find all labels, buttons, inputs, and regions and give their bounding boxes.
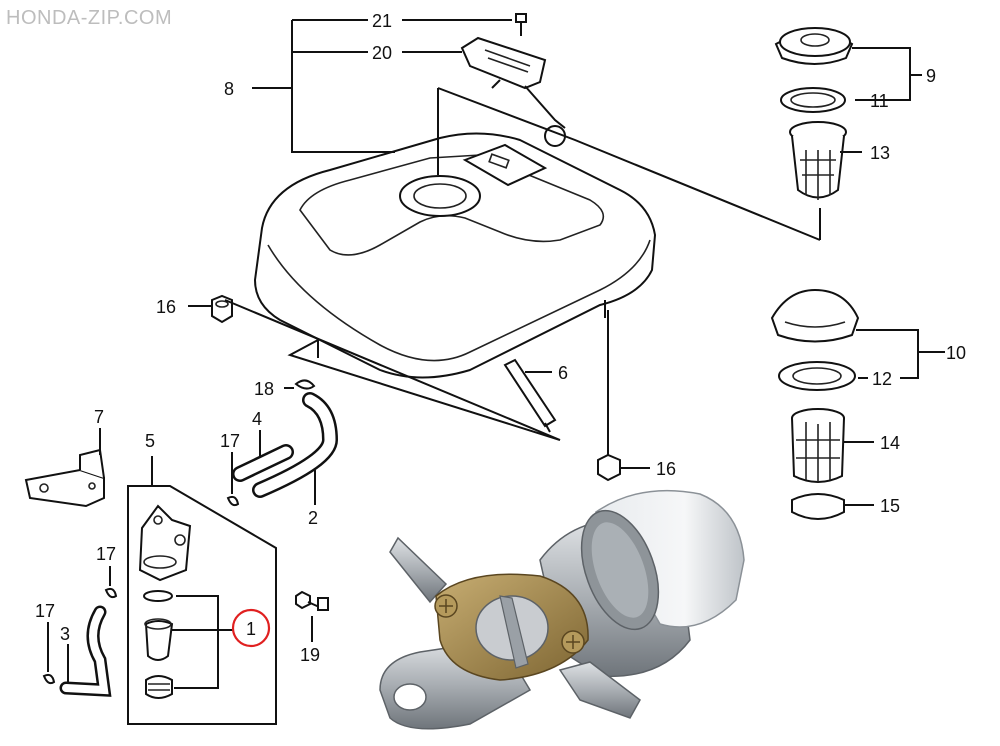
part-17-clip-a [226, 495, 240, 507]
callout-8: 8 [224, 79, 234, 99]
callout-20: 20 [372, 43, 392, 63]
part-15-ring [791, 493, 845, 520]
fuel-valve-photo [379, 489, 745, 730]
part-21-screw [515, 13, 527, 36]
callout-12: 12 [872, 369, 892, 389]
part-19-bolt [295, 590, 329, 611]
callout-17-a: 17 [220, 431, 240, 451]
part-2-hose [252, 392, 339, 498]
callout-11: 11 [870, 91, 889, 111]
part-16-nut-upper [211, 294, 233, 324]
callout-2: 2 [308, 508, 318, 528]
part-20-shroud [460, 36, 566, 147]
part-12-gasket [778, 361, 856, 391]
part-17-clip-b [104, 587, 118, 599]
part-14-strainer [791, 408, 845, 483]
part-10-cap [770, 288, 860, 343]
callout-16-lower: 16 [656, 459, 676, 479]
callout-17-b: 17 [96, 544, 116, 564]
callout-9: 9 [926, 66, 936, 86]
callout-3: 3 [60, 624, 70, 644]
callout-10: 10 [946, 343, 966, 363]
highlight-circle-part-1 [231, 608, 271, 648]
callout-1: 1 [246, 619, 256, 639]
callout-6: 6 [558, 363, 568, 383]
callout-4: 4 [252, 409, 262, 429]
part-1-sediment-cup [143, 590, 174, 699]
part-16-nut-lower [597, 453, 621, 482]
part-9-cap [774, 27, 854, 65]
callout-18: 18 [254, 379, 274, 399]
callout-19: 19 [300, 645, 320, 665]
part-6-bolt [503, 358, 557, 433]
callout-21: 21 [372, 11, 392, 31]
part-7-bracket [24, 448, 105, 508]
callout-15: 15 [880, 496, 900, 516]
callout-16-upper: 16 [156, 297, 176, 317]
part-5-valve-body [138, 504, 192, 582]
fuel-tank [253, 132, 657, 379]
part-11-gasket [780, 87, 846, 113]
part-13-strainer [789, 121, 847, 200]
callout-13: 13 [870, 143, 890, 163]
callout-17-c: 17 [35, 601, 55, 621]
part-17-clip-c [42, 673, 56, 685]
callout-5: 5 [145, 431, 155, 451]
part-4-tube [232, 444, 294, 482]
callout-7: 7 [94, 407, 104, 427]
part-18-clip [294, 379, 316, 390]
part-3-hose [59, 605, 112, 697]
watermark: HONDA-ZIP.COM [6, 7, 172, 29]
callout-14: 14 [880, 433, 900, 453]
